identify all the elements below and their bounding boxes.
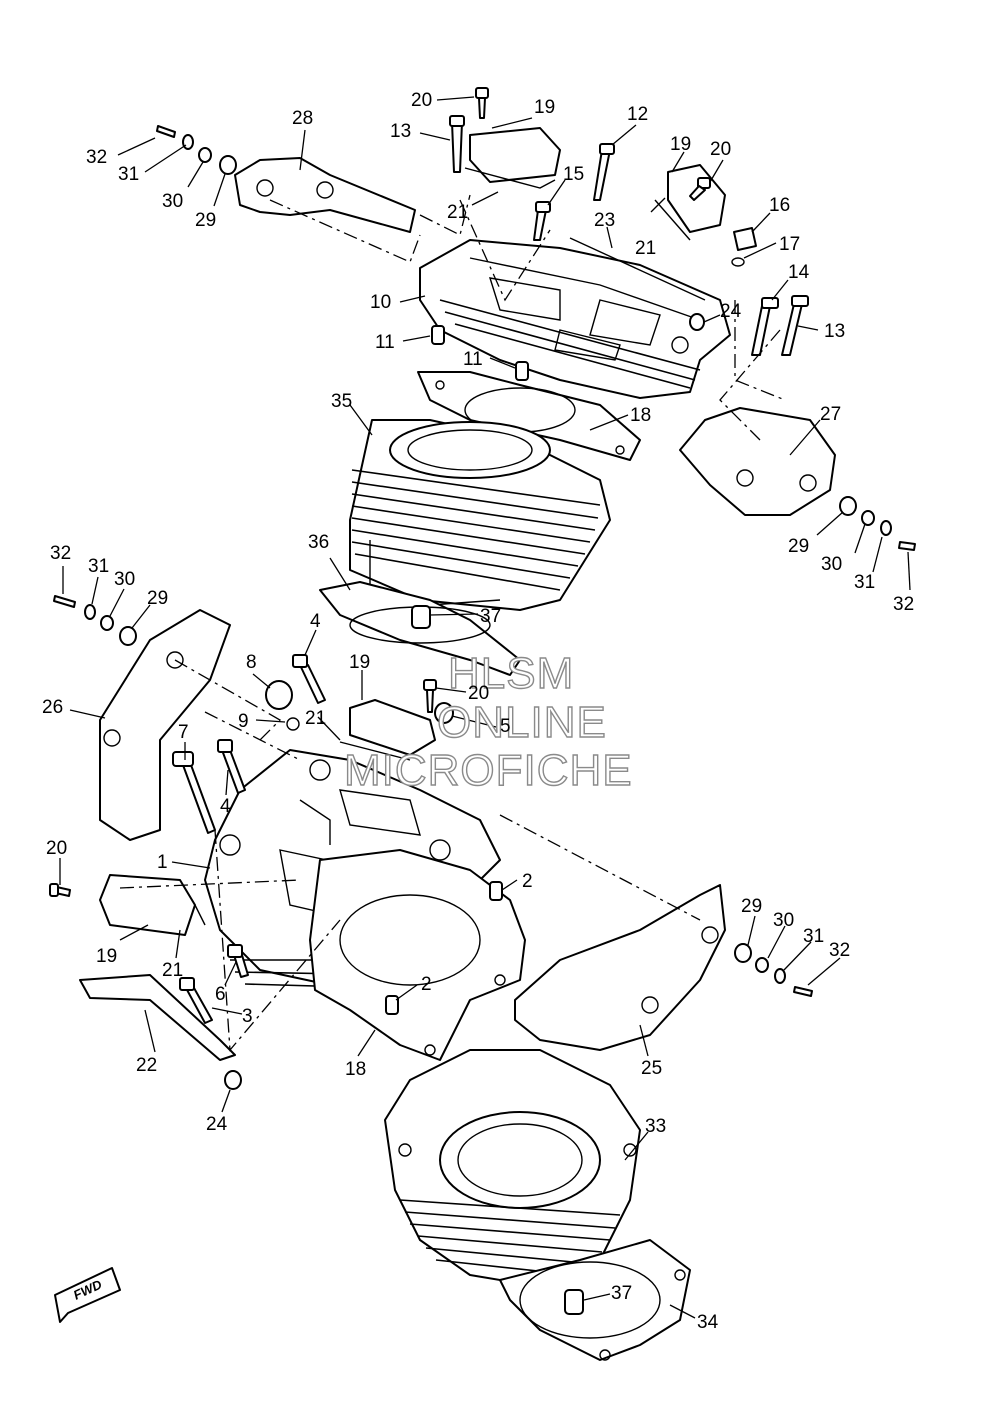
callout-13: 13: [824, 321, 845, 342]
callout-27: 27: [820, 404, 841, 425]
callout-2: 2: [421, 974, 432, 995]
front-head-gasket: [309, 849, 526, 1061]
callout-20: 20: [710, 139, 731, 160]
callout-32: 32: [86, 147, 107, 168]
callout-13: 13: [390, 121, 411, 142]
callout-29: 29: [741, 896, 762, 917]
watermark-line-3: MICROFICHE: [344, 746, 633, 795]
tappet-covers: [99, 127, 726, 936]
callout-20: 20: [468, 683, 489, 704]
callout-29: 29: [147, 588, 168, 609]
callout-31: 31: [803, 926, 824, 947]
callout-20: 20: [411, 90, 432, 111]
callout-31: 31: [88, 556, 109, 577]
callout-11: 11: [463, 349, 483, 370]
callout-3: 3: [242, 1006, 253, 1027]
front-head-cover-right: [514, 884, 726, 1051]
callout-33: 33: [645, 1116, 666, 1137]
rear-cylinder: [349, 419, 611, 611]
callout-19: 19: [534, 97, 555, 118]
callout-21: 21: [447, 202, 468, 223]
watermark-line-2: ONLINE: [437, 698, 607, 747]
callout-28: 28: [292, 108, 313, 129]
fasteners: [49, 87, 916, 1090]
callout-34: 34: [697, 1312, 719, 1333]
callout-2: 2: [522, 871, 533, 892]
callout-22: 22: [136, 1055, 157, 1076]
callout-30: 30: [773, 910, 794, 931]
callout-24: 24: [720, 301, 742, 322]
front-cylinder: [384, 1049, 641, 1291]
callout-21: 21: [305, 708, 326, 729]
callout-30: 30: [162, 191, 183, 212]
callout-16: 16: [769, 195, 790, 216]
front-base-gasket: [499, 1239, 691, 1361]
rear-head-cover-left: [234, 157, 416, 233]
callout-24: 24: [206, 1114, 228, 1135]
callout-5: 5: [500, 716, 511, 737]
watermark-line-1: HLSM: [448, 649, 574, 698]
callout-numbers: 32 31 30 29 28 20 19 13 12 19 20 15 21 2…: [42, 90, 914, 1333]
callout-14: 14: [788, 262, 810, 283]
callout-35: 35: [331, 391, 352, 412]
callout-17: 17: [779, 234, 800, 255]
oil-pipe-brackets: [79, 237, 706, 1061]
callout-31: 31: [118, 164, 139, 185]
callout-31: 31: [854, 572, 875, 593]
callout-26: 26: [42, 697, 63, 718]
callout-37: 37: [611, 1283, 632, 1304]
callout-29: 29: [788, 536, 809, 557]
callout-1: 1: [157, 852, 168, 873]
callout-6: 6: [215, 984, 226, 1005]
reference-lines: [119, 194, 786, 1052]
front-head-cover-left: [99, 609, 231, 841]
callout-29: 29: [195, 210, 216, 231]
callout-7: 7: [178, 722, 189, 743]
callout-25: 25: [641, 1058, 662, 1079]
callout-32: 32: [829, 940, 850, 961]
callout-23: 23: [594, 210, 615, 231]
callout-36: 36: [308, 532, 329, 553]
callout-21: 21: [162, 960, 183, 981]
callout-15: 15: [563, 164, 584, 185]
rear-head-cover-right: [679, 407, 836, 516]
callout-9: 9: [238, 711, 249, 732]
callout-18: 18: [345, 1059, 366, 1080]
callout-10: 10: [370, 292, 391, 313]
fwd-arrow-icon: FWD: [54, 1267, 121, 1323]
callout-32: 32: [893, 594, 914, 615]
callout-30: 30: [821, 554, 842, 575]
callout-12: 12: [627, 104, 648, 125]
callout-37: 37: [480, 606, 501, 627]
callout-19: 19: [349, 652, 370, 673]
callout-4: 4: [220, 796, 231, 817]
callout-19: 19: [96, 946, 117, 967]
callout-4: 4: [310, 611, 321, 632]
callout-30: 30: [114, 569, 135, 590]
leader-lines: [59, 96, 911, 1319]
callout-32: 32: [50, 543, 71, 564]
callout-18: 18: [630, 405, 651, 426]
rear-cylinder-head: [419, 239, 731, 399]
callout-8: 8: [246, 652, 257, 673]
callout-20: 20: [46, 838, 67, 859]
callout-21: 21: [635, 238, 656, 259]
watermark: HLSM ONLINE MICROFICHE: [343, 648, 633, 795]
rear-base-gasket: [319, 581, 521, 676]
callout-19: 19: [670, 134, 691, 155]
callout-11: 11: [375, 332, 395, 353]
